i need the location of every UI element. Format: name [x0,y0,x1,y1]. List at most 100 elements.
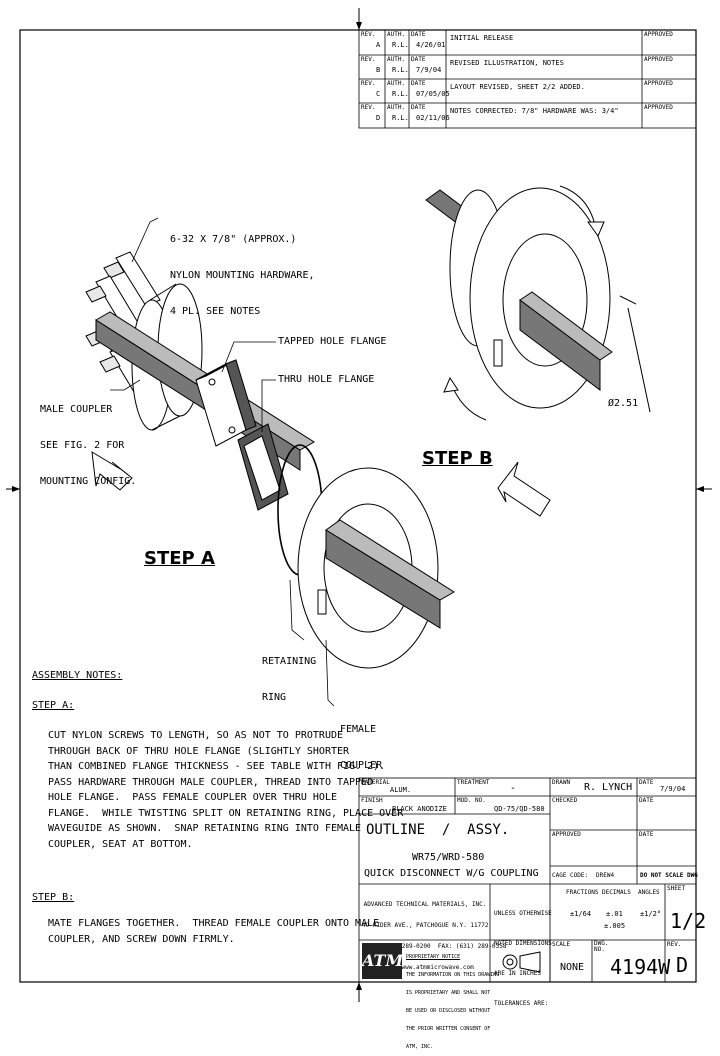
leader-lines [110,217,335,707]
tolerance-line: UNLESS OTHERWISE [494,910,552,917]
step-a-notes: CUT NYLON SCREWS TO LENGTH, SO AS NOT TO… [48,728,403,852]
step-b-notes-label: STEP B: [32,892,75,903]
proprietary-line: IS PROPRIETARY AND SHALL NOT [406,990,491,996]
retaining-ring-label: RETAINING RING [262,632,316,716]
hardware-callout-line: NYLON MOUNTING HARDWARE, [170,270,315,281]
step-b-title: STEP B [422,448,493,469]
rev-label: REV. [667,941,682,948]
female-coupler-line: COUPLER [340,760,383,771]
approved-col-label: APPROVED [644,56,673,63]
drawn-label: DRAWN [552,779,571,786]
auth-col-label: AUTH. [387,80,406,87]
no-scale-note: DO NOT SCALE DWG [640,872,698,879]
mod-value: QD-75/QD-580 [494,805,545,813]
female-coupler-line: FEMALE [340,724,377,735]
decimals-label: DECIMALS [602,889,631,896]
note-line: PASS HARDWARE THROUGH MALE COUPLER, THRE… [48,776,374,788]
rev-letter: D [376,114,381,122]
proprietary-notice: PROPRIETARY NOTICE THE INFORMATION ON TH… [406,942,499,1056]
company-line: ADVANCED TECHNICAL MATERIALS, INC. [363,901,487,908]
note-line: FLANGE. WHILE TWISTING SPLIT ON RETAININ… [48,807,404,819]
approved-date-label: DATE [639,831,654,838]
drawn-value: R. LYNCH [584,782,633,793]
diameter-dimension: Ø2.51 [608,398,639,409]
rev-author: R.L. [392,114,409,122]
note-line: COUPLER, SEAT AT BOTTOM. [48,838,193,850]
male-coupler-label: MALE COUPLER SEE FIG. 2 FOR MOUNTING CON… [40,380,136,500]
rev-col-label: REV. [361,56,376,63]
rev-col-label: REV. [361,31,376,38]
step-a-title: STEP A [144,548,215,569]
checked-label: CHECKED [552,797,578,804]
approved-col-label: APPROVED [644,80,673,87]
company-line: 49 RIDER AVE., PATCHOGUE N.Y. 11772 [362,922,489,929]
drawing-subtitle: WR75/WRD-580 [412,852,485,863]
material-value: ALUM. [390,786,412,794]
cage-label: CAGE CODE: [552,872,589,879]
scale-value: NONE [560,962,585,973]
angles-value: ±1/2° [640,910,662,918]
male-coupler-line: SEE FIG. 2 FOR [40,440,125,451]
rev-date: 7/9/04 [416,66,442,74]
hardware-callout-line: 4 PL. SEE NOTES [170,306,261,317]
tolerance-line: ARE IN INCHES [494,970,541,977]
date-col-label: DATE [411,56,426,63]
material-label: MATERIAL [361,779,390,786]
dwg-label: DWG. NO. [594,940,609,953]
date-col-label: DATE [411,31,426,38]
tolerance-line: TOLERANCES ARE: [494,1000,549,1007]
rev-description: LAYOUT REVISED, SHEET 2/2 ADDED. [450,83,585,91]
treatment-label: TREATMENT [457,779,490,786]
female-coupler-label: FEMALE COUPLER [340,700,382,784]
auth-col-label: AUTH. [387,56,406,63]
rev-description: INITIAL RELEASE [450,34,514,42]
cage-value: DREW4 [596,872,615,879]
rev-description: NOTES CORRECTED: 7/8" HARDWARE WAS: 3/4" [450,107,619,115]
center-marks [6,8,712,1002]
drawing-title: OUTLINE / ASSY. [366,822,510,838]
step-b-notes: MATE FLANGES TOGETHER. THREAD FEMALE COU… [48,916,379,947]
proprietary-heading: PROPRIETARY NOTICE [406,954,461,960]
rev-author: R.L. [392,90,409,98]
rev-description: REVISED ILLUSTRATION, NOTES [450,59,564,67]
notes-heading: ASSEMBLY NOTES: [32,670,123,681]
projection-symbol [502,951,541,973]
drawing-product: QUICK DISCONNECT W/G COUPLING [364,868,539,879]
step-a-illustration [85,251,455,669]
step-a-notes-label: STEP A: [32,700,75,711]
approved-col-label: APPROVED [644,31,673,38]
date-col-label: DATE [411,104,426,111]
proprietary-line: BE USED OR DISCLOSED WITHOUT [406,1008,491,1014]
step-a-arrow [91,451,133,491]
sheet-label: SHEET [667,885,686,892]
hardware-callout: 6-32 X 7/8" (APPROX.) NYLON MOUNTING HAR… [170,210,315,330]
rev-letter: C [376,90,381,98]
rev-date: 4/26/01 [416,41,446,49]
rev-author: R.L. [392,66,409,74]
company-info: ADVANCED TECHNICAL MATERIALS, INC. 49 RI… [362,887,507,978]
thru-flange-label: THRU HOLE FLANGE [278,374,375,385]
drawn-date-label: DATE [639,779,654,786]
tolerance-line: NOTED DIMENSIONS [494,940,552,947]
drawn-date-value: 7/9/04 [660,785,686,793]
proprietary-line: THE PRIOR WRITTEN CONSENT OF [406,1026,491,1032]
note-line: THAN COMBINED FLANGE THICKNESS - SEE TAB… [48,761,386,772]
rev-value: D [676,953,689,977]
fractions-value: ±1/64 [570,910,592,918]
finish-label: FINISH [361,797,383,804]
scale-label: SCALE [552,941,571,948]
treatment-value: - [510,783,517,794]
auth-col-label: AUTH. [387,104,406,111]
male-coupler-line: MALE COUPLER [40,404,113,415]
dwg-number: 4194W [610,955,671,979]
note-line: THROUGH BACK OF THRU HOLE FLANGE (SLIGHT… [48,745,350,757]
auth-col-label: AUTH. [387,31,406,38]
date-col-label: DATE [411,80,426,87]
rev-author: R.L. [392,41,409,49]
step-b-illustration [425,185,651,517]
retaining-ring-line: RING [262,692,287,703]
mod-label: MOD. NO. [457,797,486,804]
note-line: CUT NYLON SCREWS TO LENGTH, SO AS NOT TO… [48,730,344,741]
step-b-arrow [497,461,551,517]
